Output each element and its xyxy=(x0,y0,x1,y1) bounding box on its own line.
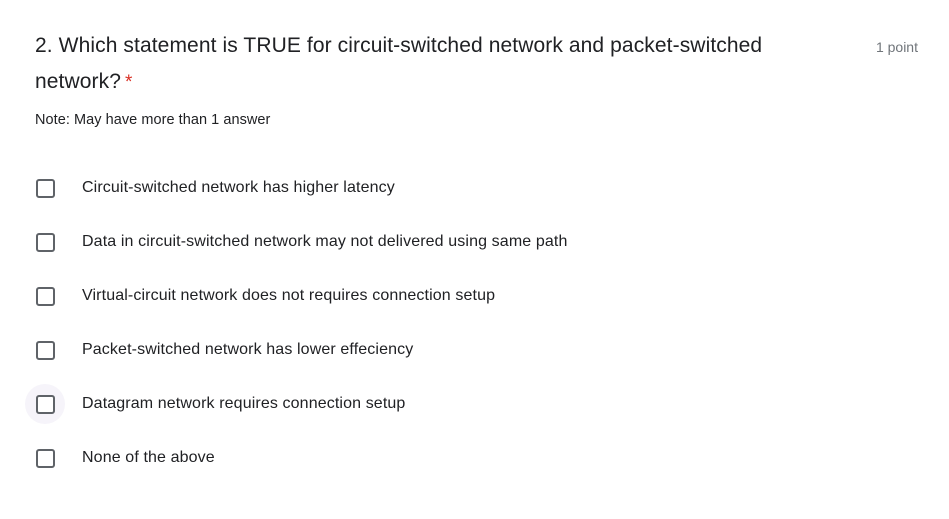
points-label: 1 point xyxy=(875,39,918,55)
option-row[interactable]: Packet-switched network has lower effeci… xyxy=(35,323,919,377)
option-label: Packet-switched network has lower effeci… xyxy=(82,341,414,358)
option-label: Virtual-circuit network does not require… xyxy=(82,287,496,304)
option-label: Data in circuit-switched network may not… xyxy=(82,233,568,250)
option-row[interactable]: Datagram network requires connection set… xyxy=(25,377,919,431)
question-title: 2. Which statement is TRUE for circuit-s… xyxy=(35,34,763,93)
checkbox-hit-area[interactable] xyxy=(25,438,65,478)
question-title-wrap: 2. Which statement is TRUE for circuit-s… xyxy=(35,28,795,101)
checkbox-icon[interactable] xyxy=(35,394,55,414)
checkbox-icon[interactable] xyxy=(35,232,55,252)
question-note: Note: May have more than 1 answer xyxy=(35,112,271,128)
checkbox-icon[interactable] xyxy=(35,286,55,306)
checkbox-icon[interactable] xyxy=(35,178,55,198)
checkbox-icon[interactable] xyxy=(35,340,55,360)
checkbox-hit-area[interactable] xyxy=(25,330,65,370)
question-header: 2. Which statement is TRUE for circuit-s… xyxy=(35,28,919,101)
checkbox-hit-area[interactable] xyxy=(25,276,65,316)
checkbox-icon[interactable] xyxy=(35,448,55,468)
checkbox-hit-area[interactable] xyxy=(25,168,65,208)
required-asterisk: * xyxy=(125,72,133,93)
option-row[interactable]: Virtual-circuit network does not require… xyxy=(35,269,919,323)
option-row[interactable]: None of the above xyxy=(35,431,919,485)
options-list: Circuit-switched network has higher late… xyxy=(25,161,919,485)
option-label: None of the above xyxy=(82,449,215,466)
option-row[interactable]: Data in circuit-switched network may not… xyxy=(35,215,919,269)
option-label: Datagram network requires connection set… xyxy=(82,395,406,412)
checkbox-hit-area[interactable] xyxy=(25,222,65,262)
checkbox-hit-area[interactable] xyxy=(25,384,65,424)
option-label: Circuit-switched network has higher late… xyxy=(82,179,395,196)
option-row[interactable]: Circuit-switched network has higher late… xyxy=(35,161,919,215)
